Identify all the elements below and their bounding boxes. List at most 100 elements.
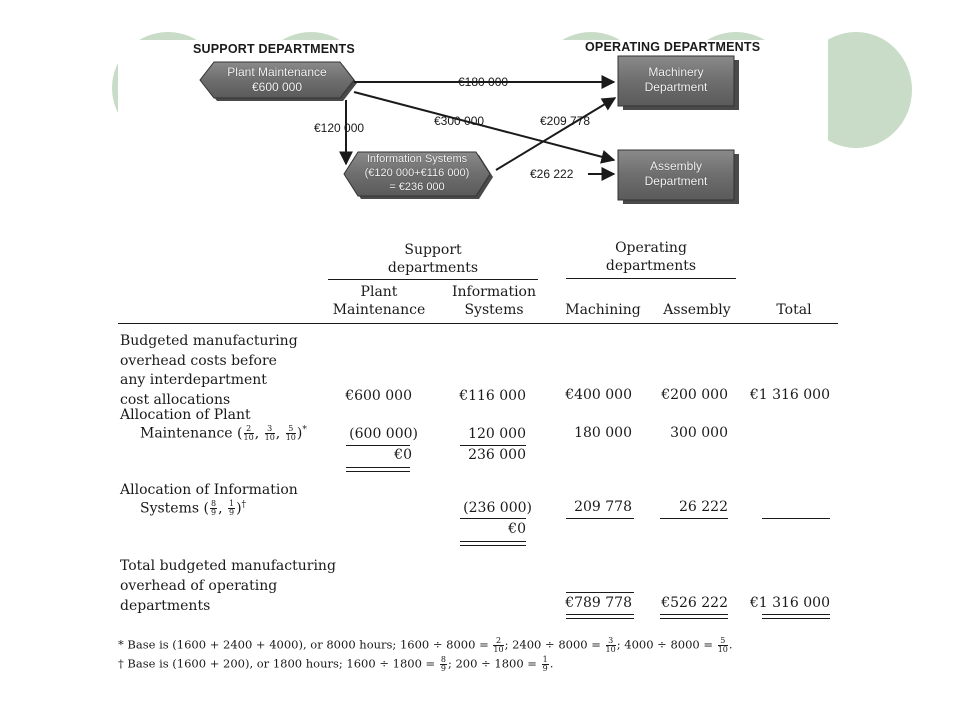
fraction-den: 10	[285, 433, 296, 443]
rule-machining	[566, 518, 634, 519]
fraction-num: 8	[209, 499, 218, 510]
col-info-line2: Systems	[464, 302, 524, 318]
fraction-den: 10	[264, 433, 275, 443]
alloc-plant-info-result: 236 000	[468, 447, 526, 463]
budgeted-total: €1 316 000	[749, 387, 830, 403]
alloc-info-info-result: €0	[508, 521, 526, 537]
double-rule-total-assembly	[660, 614, 728, 619]
label-plant-to-machinery: €180 000	[458, 75, 509, 89]
double-rule-plant	[346, 467, 410, 472]
alloc-plant-plant: (600 000)	[349, 426, 418, 442]
arrow-info-to-machinery	[495, 97, 617, 171]
alloc-info-assembly: 26 222	[679, 499, 728, 515]
group-operating-line2: departments	[605, 258, 697, 274]
plant-maintenance-label: Plant Maintenance €600 000	[202, 65, 352, 95]
col-header-machining: Machining	[565, 302, 641, 318]
subtotal-rule-plant	[346, 445, 410, 446]
col-header-assembly: Assembly	[663, 302, 731, 318]
fraction-num: 2	[493, 637, 504, 646]
assembly-dept: Department	[644, 174, 708, 188]
footnote-star-text: * Base is (1600 + 2400 + 4000), or 8000 …	[118, 637, 489, 652]
fraction-den: 9	[210, 508, 217, 518]
row-alloc-info-label-2: Systems	[140, 500, 200, 517]
budgeted-plant: €600 000	[345, 388, 412, 404]
row-budgeted-label-4: cost allocations	[120, 391, 231, 408]
row-alloc-plant-label-2: Maintenance	[140, 425, 233, 442]
header-rule	[118, 323, 838, 324]
footnote-dagger-text: ; 200 ÷ 1800 =	[447, 656, 537, 671]
plant-maintenance-name: Plant Maintenance	[227, 65, 327, 79]
row-total-label-3: departments	[120, 598, 211, 614]
fraction-den: 10	[605, 645, 616, 654]
row-total-label-1: Total budgeted manufacturing	[120, 558, 336, 574]
fraction-den: 10	[493, 645, 504, 654]
budgeted-assembly: €200 000	[661, 387, 728, 403]
fraction-den: 9	[228, 508, 235, 518]
double-rule-total-machining	[566, 614, 634, 619]
diagram-graphics	[199, 55, 739, 204]
fraction-den: 9	[542, 664, 548, 673]
col-header-info: Information Systems	[440, 283, 548, 319]
footnote-star-text: ; 4000 ÷ 8000 =	[616, 637, 714, 652]
alloc-info-info: (236 000)	[463, 500, 532, 516]
total-assembly: €526 222	[661, 595, 728, 611]
plant-maintenance-amount: €600 000	[251, 80, 303, 94]
col-header-total: Total	[776, 302, 812, 318]
support-departments-header: SUPPORT DEPARTMENTS	[193, 42, 355, 56]
label-plant-to-info: €120 000	[314, 121, 365, 135]
footnote-dagger: † Base is (1600 + 200), or 1800 hours; 1…	[118, 655, 554, 673]
total-total: €1 316 000	[749, 595, 830, 611]
footnote-dagger-text: † Base is (1600 + 200), or 1800 hours; 1…	[118, 656, 436, 671]
label-plant-to-assembly: €300 000	[434, 114, 485, 128]
group-support-rule	[328, 279, 538, 280]
alloc-plant-info: 120 000	[468, 426, 526, 442]
fraction-num: 3	[264, 425, 275, 435]
budgeted-machining: €400 000	[565, 387, 632, 403]
alloc-info-machining: 209 778	[574, 499, 632, 515]
col-plant-line1: Plant	[360, 284, 398, 300]
assembly-name: Assembly	[649, 159, 702, 173]
budgeted-info: €116 000	[459, 388, 526, 404]
subtotal-rule-info-2	[460, 518, 526, 519]
fraction-num: 1	[541, 655, 549, 665]
col-header-plant: Plant Maintenance	[324, 283, 434, 319]
row-budgeted-label-1: Budgeted manufacturing	[120, 333, 298, 349]
information-systems-name: Information Systems	[366, 153, 468, 165]
col-info-line1: Information	[451, 284, 537, 300]
fraction-num: 8	[439, 655, 447, 665]
fraction-den: 10	[717, 645, 728, 654]
group-support-line2: departments	[387, 260, 479, 276]
slide-content: SUPPORT DEPARTMENTS OPERATING DEPARTMENT…	[118, 40, 838, 680]
row-budgeted-label: Budgeted manufacturing overhead costs be…	[120, 332, 298, 410]
machinery-dept: Department	[644, 80, 708, 94]
fraction-num: 3	[605, 637, 616, 646]
information-systems-amount: = €236 000	[389, 181, 445, 193]
double-rule-total-total	[762, 614, 830, 619]
alloc-plant-plant-result: €0	[394, 447, 412, 463]
assembly-department-label: Assembly Department	[618, 159, 734, 189]
row-budgeted-label-3: any interdepartment	[120, 372, 267, 388]
label-info-to-assembly: €26 222	[530, 167, 574, 181]
fraction-num: 2	[243, 425, 254, 435]
row-alloc-info-label-1: Allocation of Information	[120, 482, 298, 498]
fraction-num: 1	[227, 499, 236, 510]
alloc-plant-machining: 180 000	[574, 425, 632, 441]
footnote-star: * Base is (1600 + 2400 + 4000), or 8000 …	[118, 636, 733, 654]
group-operating-line1: Operating	[615, 240, 687, 256]
double-rule-info	[460, 541, 526, 546]
rule-total	[762, 518, 830, 519]
row-budgeted-label-2: overhead costs before	[120, 352, 277, 369]
footnote-star-text: ; 2400 ÷ 8000 =	[504, 637, 601, 652]
label-info-to-machinery: €209 778	[540, 114, 591, 128]
subtotal-rule-info	[460, 445, 526, 446]
